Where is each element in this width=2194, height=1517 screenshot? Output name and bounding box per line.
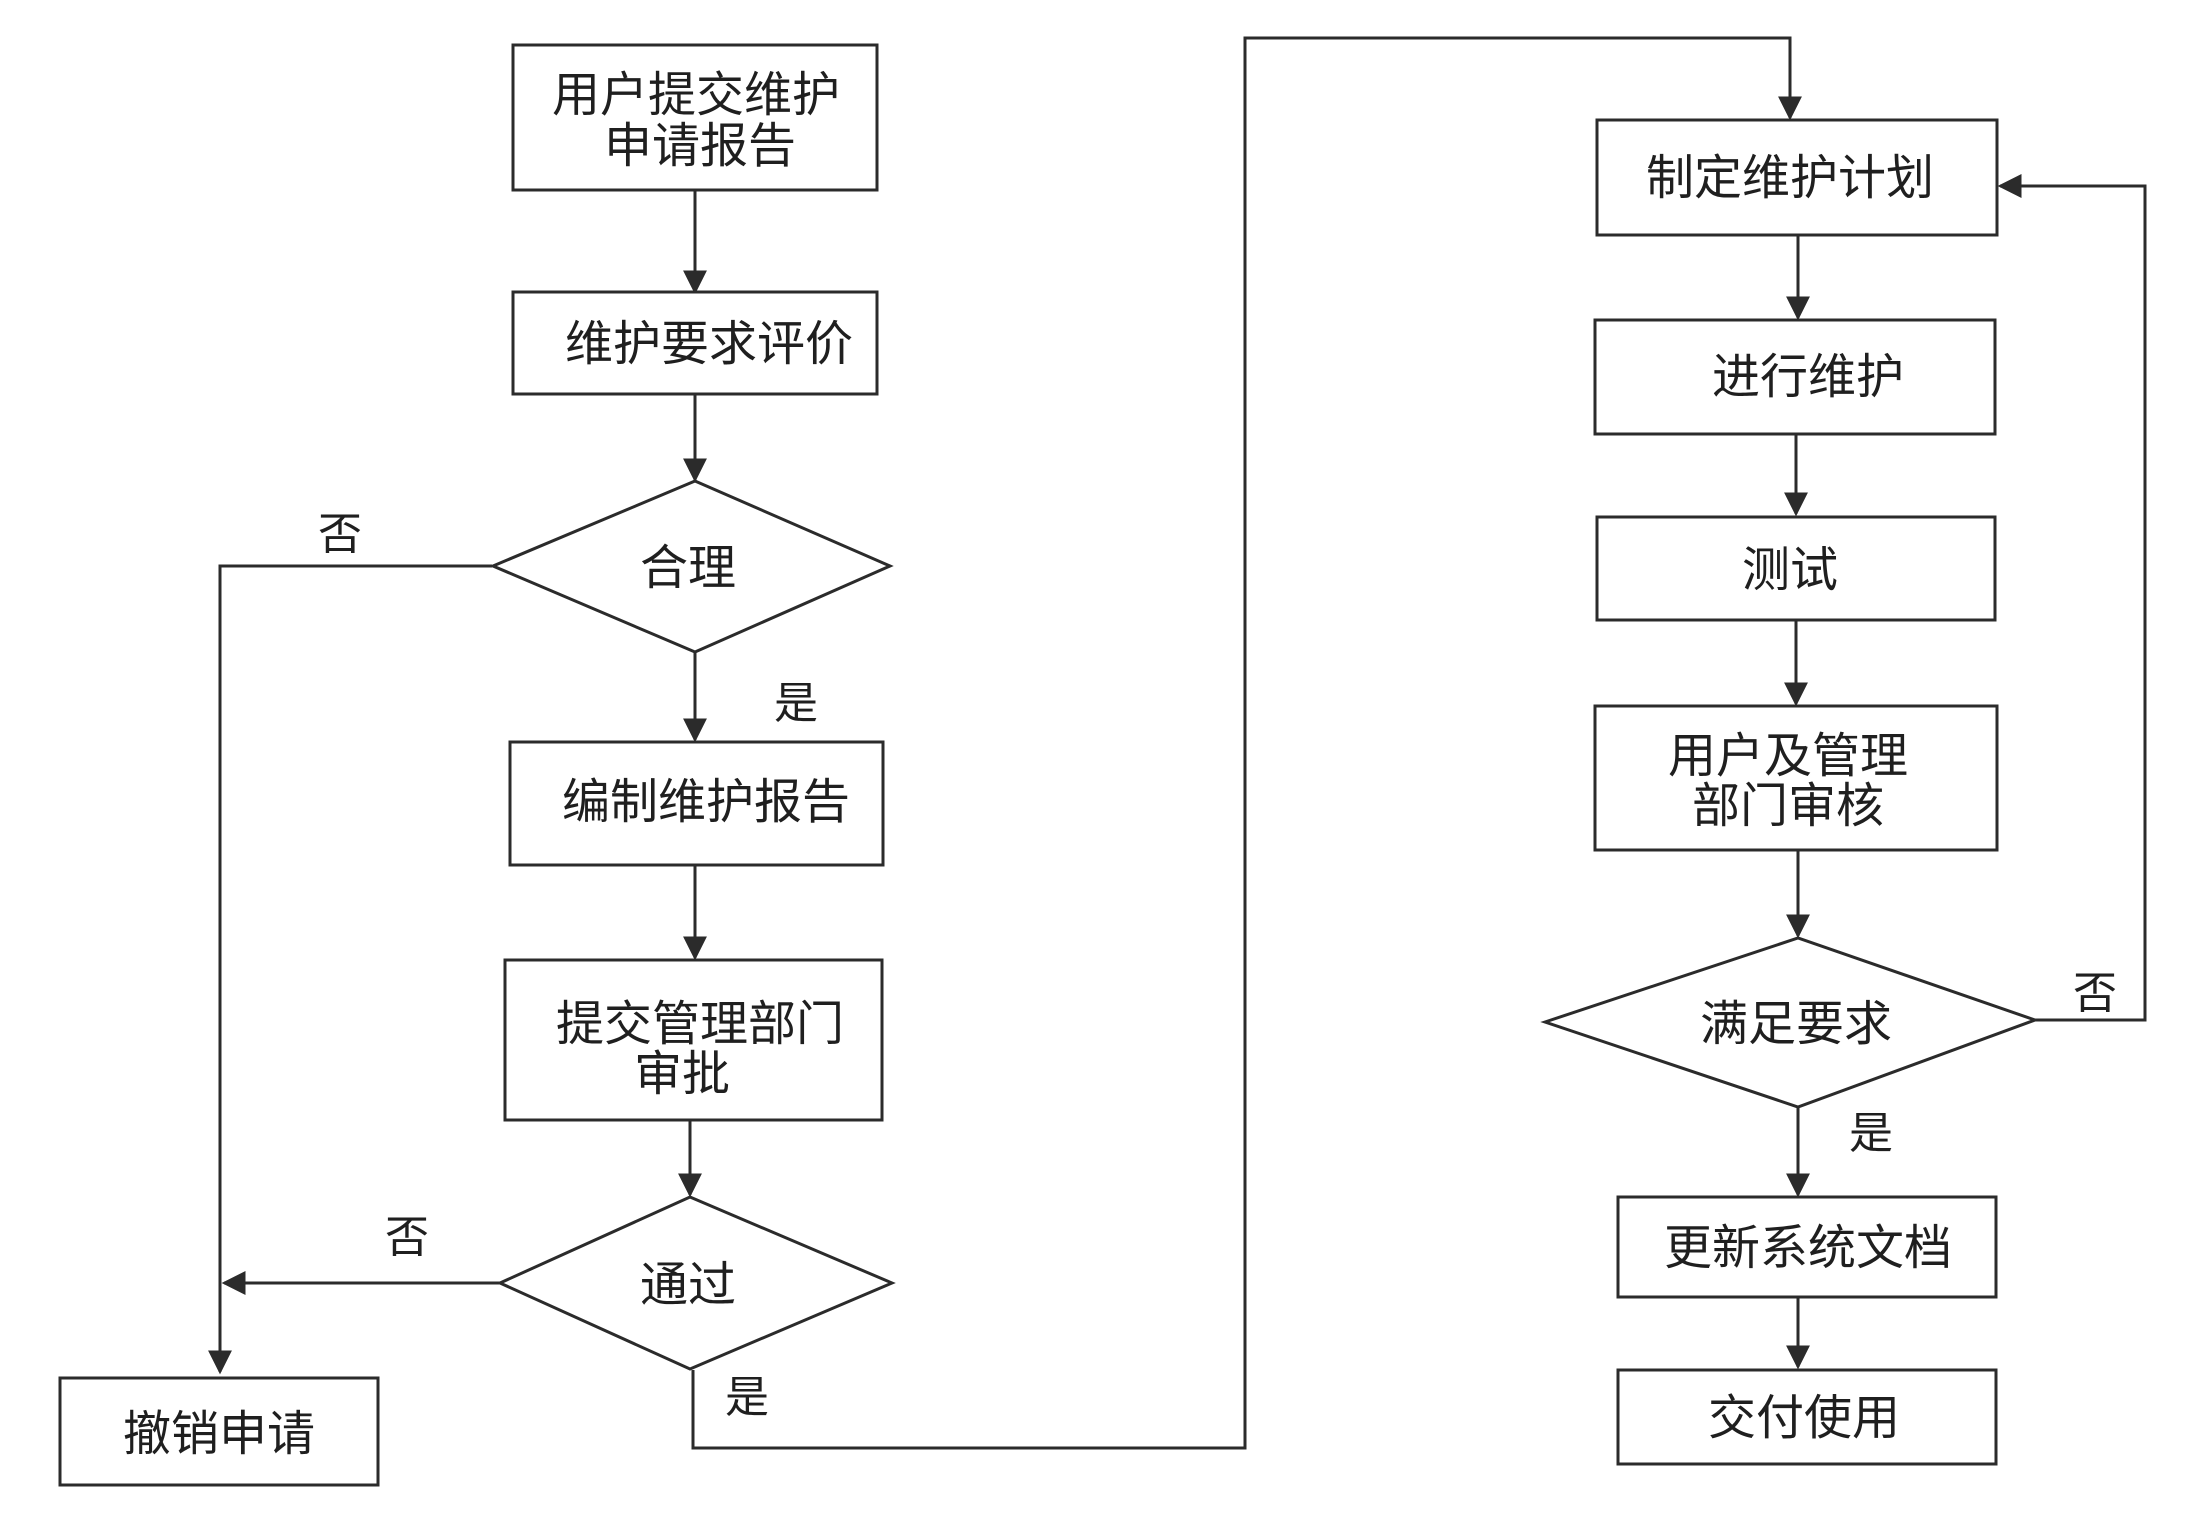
arrow-meets-no-to-plan (1997, 174, 2147, 1022)
node-reasonable-label: 合理 (640, 540, 736, 596)
node-compile-report-label: 编制维护报告 (562, 774, 850, 830)
node-submit-request-line2: 申请报告 (604, 118, 796, 174)
node-review: 用户及管理 部门审核 (1593, 704, 1999, 852)
node-reasonable-decision: 合理 (489, 479, 894, 654)
node-compile-report: 编制维护报告 (508, 740, 885, 867)
label-meets-yes: 是 (1849, 1108, 1893, 1159)
node-pass-decision: 通过 (496, 1195, 896, 1371)
label-meets-no: 否 (2073, 968, 2117, 1019)
label-pass-no: 否 (385, 1212, 429, 1263)
node-test: 测试 (1595, 515, 1997, 622)
node-review-line1: 用户及管理 (1668, 728, 1908, 784)
label-reasonable-yes: 是 (774, 678, 818, 729)
node-meets-decision: 满足要求 (1540, 936, 2040, 1109)
node-submit-approval-line2: 审批 (634, 1046, 730, 1102)
node-make-plan-label: 制定维护计划 (1646, 150, 1934, 206)
node-update-docs: 更新系统文档 (1616, 1195, 1998, 1299)
connectors (208, 36, 2147, 1450)
label-reasonable-no: 否 (318, 509, 362, 560)
node-deliver-label: 交付使用 (1708, 1390, 1900, 1446)
node-review-line2: 部门审核 (1692, 778, 1884, 834)
node-deliver: 交付使用 (1616, 1368, 1998, 1466)
label-pass-yes: 是 (725, 1372, 769, 1423)
node-test-label: 测试 (1742, 542, 1838, 598)
arrow-pass-yes-to-plan (691, 36, 1802, 1450)
node-perform-label: 进行维护 (1712, 349, 1904, 405)
node-cancel: 撤销申请 (58, 1376, 380, 1487)
node-submit-request-line1: 用户提交维护 (552, 67, 840, 123)
node-cancel-label: 撤销申请 (123, 1406, 315, 1462)
node-submit-request: 用户提交维护 申请报告 (511, 43, 879, 192)
node-perform: 进行维护 (1593, 318, 1997, 436)
node-make-plan: 制定维护计划 (1595, 118, 1999, 237)
node-evaluate: 维护要求评价 (511, 290, 879, 396)
node-evaluate-label: 维护要求评价 (565, 316, 853, 372)
node-update-docs-label: 更新系统文档 (1664, 1220, 1952, 1276)
node-pass-label: 通过 (640, 1257, 736, 1313)
arrow-reasonable-no-to-cancel (208, 564, 492, 1375)
node-submit-approval-line1: 提交管理部门 (556, 996, 844, 1052)
node-meets-label: 满足要求 (1700, 996, 1892, 1052)
node-submit-approval: 提交管理部门 审批 (503, 958, 884, 1122)
